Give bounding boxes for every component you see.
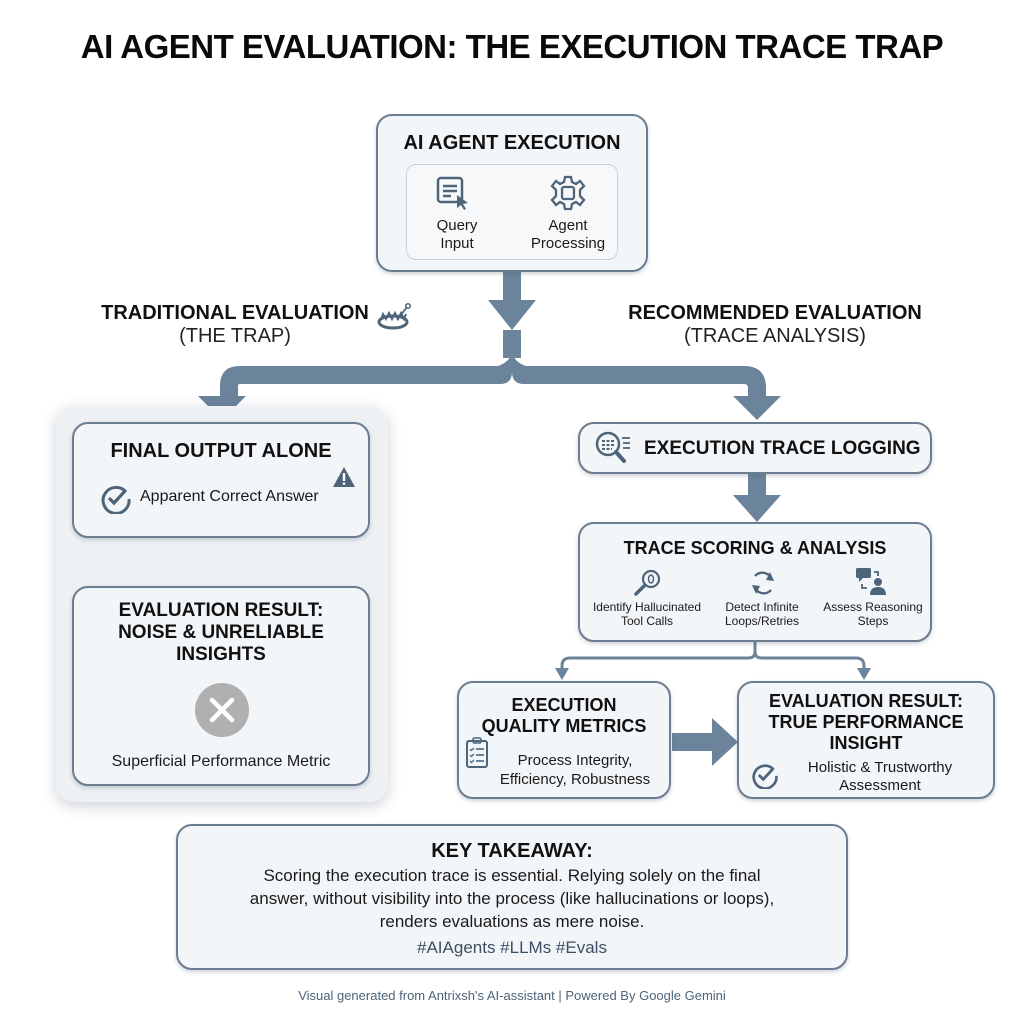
arrow-right-head <box>733 396 781 420</box>
final-output-title: FINAL OUTPUT ALONE <box>110 440 332 462</box>
arrow-metrics-stem <box>672 733 716 751</box>
fork-stem <box>503 330 521 358</box>
footer-credit: Visual generated from Antrixsh's AI-assi… <box>298 988 726 1003</box>
page-title: AI AGENT EVALUATION: THE EXECUTION TRACE… <box>80 28 944 65</box>
final-output-box: FINAL OUTPUT ALONE Apparent Correct Answ… <box>72 422 370 538</box>
noise-result-box: EVALUATION RESULT: NOISE & UNRELIABLE IN… <box>72 586 370 786</box>
quality-metrics-box: EXECUTION QUALITY METRICS Process Integr… <box>457 681 671 799</box>
scoring-item-loops: Detect Infinite Loops/Retries <box>724 600 800 628</box>
key-takeaway-body: Scoring the execution trace is essential… <box>249 866 775 931</box>
arrow-top-stem <box>503 272 521 302</box>
arrow-logging-stem <box>748 473 766 497</box>
key-takeaway-title: KEY TAKEAWAY: <box>431 840 593 862</box>
arrow-metrics-head <box>712 718 738 766</box>
check-circle-icon <box>752 764 778 789</box>
query-input-icon <box>436 176 468 210</box>
agent-execution-box: AI AGENT EXECUTION Query Input Agent Pro… <box>376 114 648 272</box>
recommended-evaluation-heading: RECOMMENDED EVALUATION (TRACE ANALYSIS) <box>628 302 922 347</box>
key-takeaway-box: KEY TAKEAWAY: Scoring the execution trac… <box>176 824 848 970</box>
bear-trap-icon <box>377 302 412 330</box>
superficial-metric-caption: Superficial Performance Metric <box>111 753 331 770</box>
noise-result-title: EVALUATION RESULT: NOISE & UNRELIABLE IN… <box>118 600 324 665</box>
quality-metrics-description: Process Integrity, Efficiency, Robustnes… <box>499 752 651 788</box>
trace-logging-title: EXECUTION TRACE LOGGING <box>644 438 921 459</box>
trace-scoring-title: TRACE SCORING & ANALYSIS <box>623 538 887 558</box>
query-input-label: Query Input <box>436 217 478 252</box>
log-search-icon <box>595 431 630 463</box>
true-performance-result-box: EVALUATION RESULT: TRUE PERFORMANCE INSI… <box>737 681 995 799</box>
refresh-loop-icon <box>752 571 774 595</box>
arrow-top-head <box>488 300 536 330</box>
scoring-item-hallucinated: Identify Hallucinated Tool Calls <box>592 600 702 628</box>
true-performance-title: EVALUATION RESULT: TRUE PERFORMANCE INSI… <box>768 691 964 753</box>
reasoning-chat-icon <box>856 568 886 595</box>
check-circle-icon <box>101 485 131 514</box>
arrow-logging-head <box>733 495 781 522</box>
traditional-evaluation-heading: TRADITIONAL EVALUATION (THE TRAP) <box>101 302 369 347</box>
true-performance-description: Holistic & Trustworthy Assessment <box>807 759 953 794</box>
split-arrow-left <box>555 668 569 680</box>
branch-right <box>512 352 766 398</box>
agent-execution-title: AI AGENT EXECUTION <box>403 132 621 154</box>
apparent-correct-answer: Apparent Correct Answer <box>140 488 319 505</box>
clipboard-checklist-icon <box>466 737 488 768</box>
gear-icon <box>550 175 586 211</box>
magnifier-icon <box>634 569 661 596</box>
quality-metrics-title: EXECUTION QUALITY METRICS <box>481 695 647 736</box>
hashtags: #AIAgents #LLMs #Evals <box>417 938 607 957</box>
trace-logging-box: EXECUTION TRACE LOGGING <box>578 422 932 474</box>
branch-left <box>220 352 512 398</box>
x-circle-icon <box>195 683 249 737</box>
warning-icon <box>333 467 355 487</box>
agent-execution-inner: Query Input Agent Processing <box>406 164 618 260</box>
split-connector <box>560 642 866 672</box>
split-arrow-right <box>857 668 871 680</box>
scoring-item-reasoning: Assess Reasoning Steps <box>823 600 923 628</box>
trace-scoring-box: TRACE SCORING & ANALYSIS Identify Halluc… <box>578 522 932 642</box>
agent-processing-label: Agent Processing <box>530 217 606 252</box>
